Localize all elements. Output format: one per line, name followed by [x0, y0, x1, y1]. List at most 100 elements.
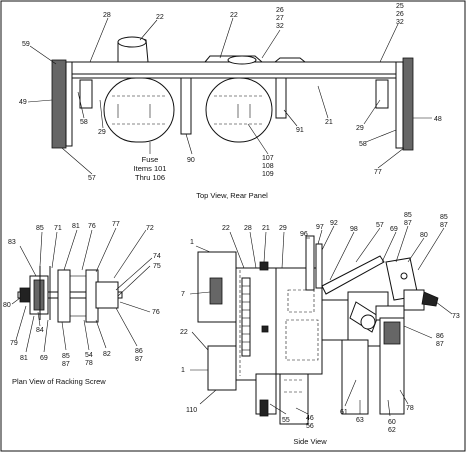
label-87a-side: 87	[404, 220, 412, 227]
label-22a: 22	[156, 14, 164, 21]
label-32: 32	[276, 23, 284, 30]
hidden-mechanism	[287, 289, 315, 313]
side-bolt	[261, 325, 269, 333]
lower-terminal-block	[207, 345, 237, 391]
label-7: 7	[181, 291, 185, 298]
diagonal-arm	[321, 255, 385, 295]
label-81b: 81	[20, 355, 28, 362]
nut-core	[33, 279, 45, 311]
label-22b-side: 22	[180, 329, 188, 336]
terminal-pins	[241, 277, 251, 357]
label-61: 61	[340, 409, 348, 416]
label-78: 78	[85, 360, 93, 367]
label-63: 63	[356, 417, 364, 424]
top-view-leaders	[27, 17, 432, 175]
label-97: 97	[316, 224, 324, 231]
bracket-left	[79, 79, 93, 109]
label-26b: 26	[396, 11, 404, 18]
label-21-side: 21	[262, 225, 270, 232]
label-27: 27	[276, 15, 284, 22]
label-85b: 85	[62, 353, 70, 360]
label-91: 91	[296, 127, 304, 134]
fuse-left	[103, 77, 175, 143]
label-110: 110	[186, 407, 197, 414]
left-inner-plate	[65, 61, 73, 147]
screw-end	[19, 287, 31, 303]
right-side-window	[383, 321, 401, 345]
plan-view-caption: Plan View of Racking Screw	[12, 377, 106, 386]
terminal-boss-right	[273, 57, 307, 63]
label-58b: 58	[359, 141, 367, 148]
label-92: 92	[330, 220, 338, 227]
label-87b: 87	[62, 361, 70, 368]
label-57-side: 57	[376, 222, 384, 229]
post-90	[180, 77, 192, 135]
terminal-boss-left-top	[117, 36, 147, 48]
label-59: 59	[22, 41, 30, 48]
plan-view-leaders	[11, 227, 153, 353]
label-83: 83	[8, 239, 16, 246]
label-85: 85	[36, 225, 44, 232]
label-78-side: 78	[406, 405, 414, 412]
label-54: 54	[85, 352, 93, 359]
side-view-leaders	[189, 225, 453, 417]
label-21: 21	[325, 119, 333, 126]
label-85b-side: 85	[440, 214, 448, 221]
label-22b: 22	[230, 12, 238, 19]
lower-support-bolt	[259, 399, 269, 417]
label-60: 60	[388, 419, 396, 426]
label-1a: 1	[190, 239, 194, 246]
fuse-caption-line1: Fuse	[142, 155, 159, 164]
label-87b-side: 87	[440, 222, 448, 229]
bearing-plate-left	[57, 269, 71, 323]
top-bolt	[259, 261, 269, 271]
right-end-plate	[402, 57, 414, 151]
plan-view: 83 85 71 81 76 77 72 74 75 76 80 79 84 8…	[3, 221, 161, 386]
label-84: 84	[36, 327, 44, 334]
label-109: 109	[262, 171, 274, 178]
side-view-caption: Side View	[293, 437, 327, 446]
main-frame-center	[275, 267, 323, 375]
label-71: 71	[54, 225, 62, 232]
label-77: 77	[112, 221, 120, 228]
label-22-side: 22	[222, 225, 230, 232]
label-48: 48	[434, 116, 442, 123]
label-28: 28	[103, 12, 111, 19]
label-74: 74	[153, 253, 161, 260]
left-end-plate	[51, 59, 67, 149]
label-69: 69	[40, 355, 48, 362]
label-72: 72	[146, 225, 154, 232]
label-87c: 87	[135, 356, 143, 363]
label-29b: 29	[356, 125, 364, 132]
top-view-caption: Top View, Rear Panel	[196, 191, 268, 200]
label-73: 73	[452, 313, 460, 320]
hidden-mechanism-2	[285, 319, 319, 361]
upper-terminal-face	[209, 277, 223, 305]
right-inner-plate	[395, 61, 404, 149]
rear-panel-lip	[69, 73, 401, 79]
top-view: 28 22 22 26 27 32 25 26 32 59 49 58 29 5…	[19, 3, 442, 200]
fuse-caption-line3: Thru 106	[135, 173, 165, 182]
racking-bracket	[279, 373, 309, 425]
label-69-side: 69	[390, 226, 398, 233]
label-49: 49	[19, 99, 27, 106]
fuse-caption-line2: Items 101	[134, 164, 167, 173]
label-108: 108	[262, 163, 274, 170]
terminal-boss-mid-top	[227, 55, 257, 65]
label-26: 26	[276, 7, 284, 14]
label-29-side: 29	[279, 225, 287, 232]
label-76b: 76	[152, 309, 160, 316]
mast	[305, 235, 315, 291]
label-81a: 81	[72, 223, 80, 230]
fuse-right	[205, 77, 273, 143]
label-87c-side: 87	[436, 341, 444, 348]
side-view: 1 22 28 21 29 96 97 92 98 57 69 85 87 80…	[180, 212, 460, 446]
screw-housing	[95, 281, 119, 309]
label-75: 75	[153, 263, 161, 270]
label-82: 82	[103, 351, 111, 358]
label-98: 98	[350, 226, 358, 233]
label-90: 90	[187, 157, 195, 164]
handle-base	[403, 289, 425, 311]
label-58a: 58	[80, 119, 88, 126]
label-86-side: 86	[436, 333, 444, 340]
